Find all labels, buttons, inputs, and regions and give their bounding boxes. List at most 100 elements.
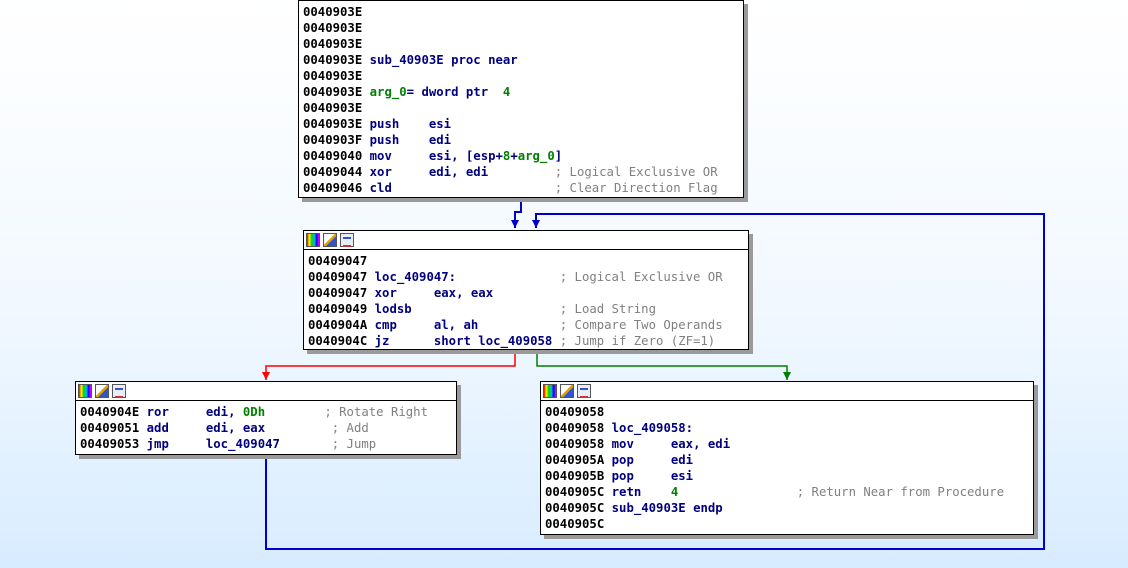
- address: 0040905C: [545, 485, 612, 499]
- code-line[interactable]: 00409058: [545, 404, 1029, 420]
- color-palette-icon[interactable]: [78, 384, 92, 398]
- instruction-token: 4: [670, 485, 679, 499]
- instruction-token: pop esi: [611, 469, 694, 483]
- code-line[interactable]: 0040903E: [303, 68, 739, 84]
- rename-icon[interactable]: [323, 233, 337, 247]
- code-line[interactable]: 00409040 mov esi, [esp+8+arg_0]: [303, 148, 739, 164]
- code-line[interactable]: 0040904E ror edi, 0Dh ; Rotate Right: [80, 404, 452, 420]
- graph-overview-icon[interactable]: [112, 384, 126, 398]
- address: 0040903E: [303, 69, 363, 83]
- code-line[interactable]: 0040904A cmp al, ah ; Compare Two Operan…: [308, 317, 744, 333]
- instruction-token: pop edi: [611, 453, 694, 467]
- comment: ; Logical Exclusive OR: [559, 270, 723, 284]
- comment: ; Logical Exclusive OR: [554, 165, 718, 179]
- code-line[interactable]: 0040903E push esi: [303, 116, 739, 132]
- comment: ; Compare Two Operands: [559, 318, 723, 332]
- color-palette-icon[interactable]: [306, 233, 320, 247]
- code-line[interactable]: 00409047: [308, 253, 744, 269]
- code-line[interactable]: 00409046 cld ; Clear Direction Flag: [303, 180, 739, 196]
- code-line[interactable]: 00409047 loc_409047: ; Logical Exclusive…: [308, 269, 744, 285]
- edge-true-branch: [536, 350, 791, 380]
- code-line[interactable]: 0040903E: [303, 4, 739, 20]
- code-line[interactable]: 0040903F push edi: [303, 132, 739, 148]
- code-line[interactable]: 0040903E: [303, 100, 739, 116]
- instruction-token: push edi: [369, 133, 452, 147]
- comment: ; Jump: [331, 437, 377, 451]
- rename-icon[interactable]: [95, 384, 109, 398]
- code-line[interactable]: 0040905C: [545, 516, 1029, 532]
- address: 00409053: [80, 437, 147, 451]
- instruction-token: jmp loc_409047: [146, 437, 332, 451]
- instruction-token: cld: [369, 181, 555, 195]
- code-line[interactable]: 00409051 add edi, eax ; Add: [80, 420, 452, 436]
- rename-icon[interactable]: [560, 384, 574, 398]
- instruction-token: [265, 405, 324, 419]
- code-line[interactable]: 00409044 xor edi, edi ; Logical Exclusiv…: [303, 164, 739, 180]
- code-line[interactable]: 0040903E sub_40903E proc near: [303, 52, 739, 68]
- instruction-token: mov eax, edi: [611, 437, 731, 451]
- code-line[interactable]: 00409053 jmp loc_409047 ; Jump: [80, 436, 452, 452]
- address: 00409058: [545, 421, 612, 435]
- instruction-token: sub_40903E endp: [611, 501, 723, 515]
- address: 0040903E: [303, 5, 363, 19]
- address: 0040903E: [303, 117, 370, 131]
- code-line[interactable]: 00409049 lodsb ; Load String: [308, 301, 744, 317]
- address: 00409058: [545, 405, 605, 419]
- instruction-token: mov esi, [esp+: [369, 149, 503, 163]
- address: 0040903E: [303, 53, 370, 67]
- address: 0040904A: [308, 318, 375, 332]
- address: 0040903F: [303, 133, 370, 147]
- address: 00409047: [308, 270, 375, 284]
- code-line[interactable]: 00409058 mov eax, edi: [545, 436, 1029, 452]
- code-line[interactable]: 00409047 xor eax, eax: [308, 285, 744, 301]
- color-palette-icon[interactable]: [543, 384, 557, 398]
- node-header: [304, 231, 748, 250]
- address: 00409046: [303, 181, 370, 195]
- instruction-token: sub_40903E proc near: [369, 53, 518, 67]
- instruction-token: ]: [554, 149, 563, 163]
- instruction-token: +: [510, 149, 518, 163]
- instruction-token: ror edi,: [146, 405, 243, 419]
- node-header: [541, 382, 1033, 401]
- instruction-token: = dword ptr: [406, 85, 503, 99]
- node-header: [76, 382, 456, 401]
- edge-entry-to-loop: [511, 198, 522, 228]
- comment: ; Jump if Zero (ZF=1): [559, 334, 716, 348]
- code-line[interactable]: 0040903E: [303, 20, 739, 36]
- address: 0040903E: [303, 85, 370, 99]
- address: 00409040: [303, 149, 370, 163]
- instruction-token: 0Dh: [242, 405, 266, 419]
- code-line[interactable]: 0040903E arg_0= dword ptr 4: [303, 84, 739, 100]
- code-line[interactable]: 0040905A pop edi: [545, 452, 1029, 468]
- address: 00409044: [303, 165, 370, 179]
- graph-overview-icon[interactable]: [577, 384, 591, 398]
- address: 0040903E: [303, 37, 363, 51]
- instruction-token: xor edi, edi: [369, 165, 555, 179]
- address: 0040905C: [545, 501, 612, 515]
- comment: ; Rotate Right: [324, 405, 428, 419]
- address: 0040905B: [545, 469, 612, 483]
- address: 0040905A: [545, 453, 612, 467]
- instruction-token: arg_0: [517, 149, 555, 163]
- graph-overview-icon[interactable]: [340, 233, 354, 247]
- address: 0040904C: [308, 334, 375, 348]
- code-line[interactable]: 0040905C sub_40903E endp: [545, 500, 1029, 516]
- comment: ; Return Near from Procedure: [796, 485, 1005, 499]
- address: 0040905C: [545, 517, 605, 531]
- code-line[interactable]: 0040905C retn 4 ; Return Near from Proce…: [545, 484, 1029, 500]
- code-line[interactable]: 00409058 loc_409058:: [545, 420, 1029, 436]
- instruction-token: 4: [502, 85, 511, 99]
- code-line[interactable]: 0040904C jz short loc_409058 ; Jump if Z…: [308, 333, 744, 349]
- code-line[interactable]: 0040905B pop esi: [545, 468, 1029, 484]
- code-line[interactable]: 0040903E: [303, 36, 739, 52]
- instruction-token: 8: [502, 149, 511, 163]
- instruction-token: add edi, eax: [146, 421, 332, 435]
- comment: ; Load String: [559, 302, 656, 316]
